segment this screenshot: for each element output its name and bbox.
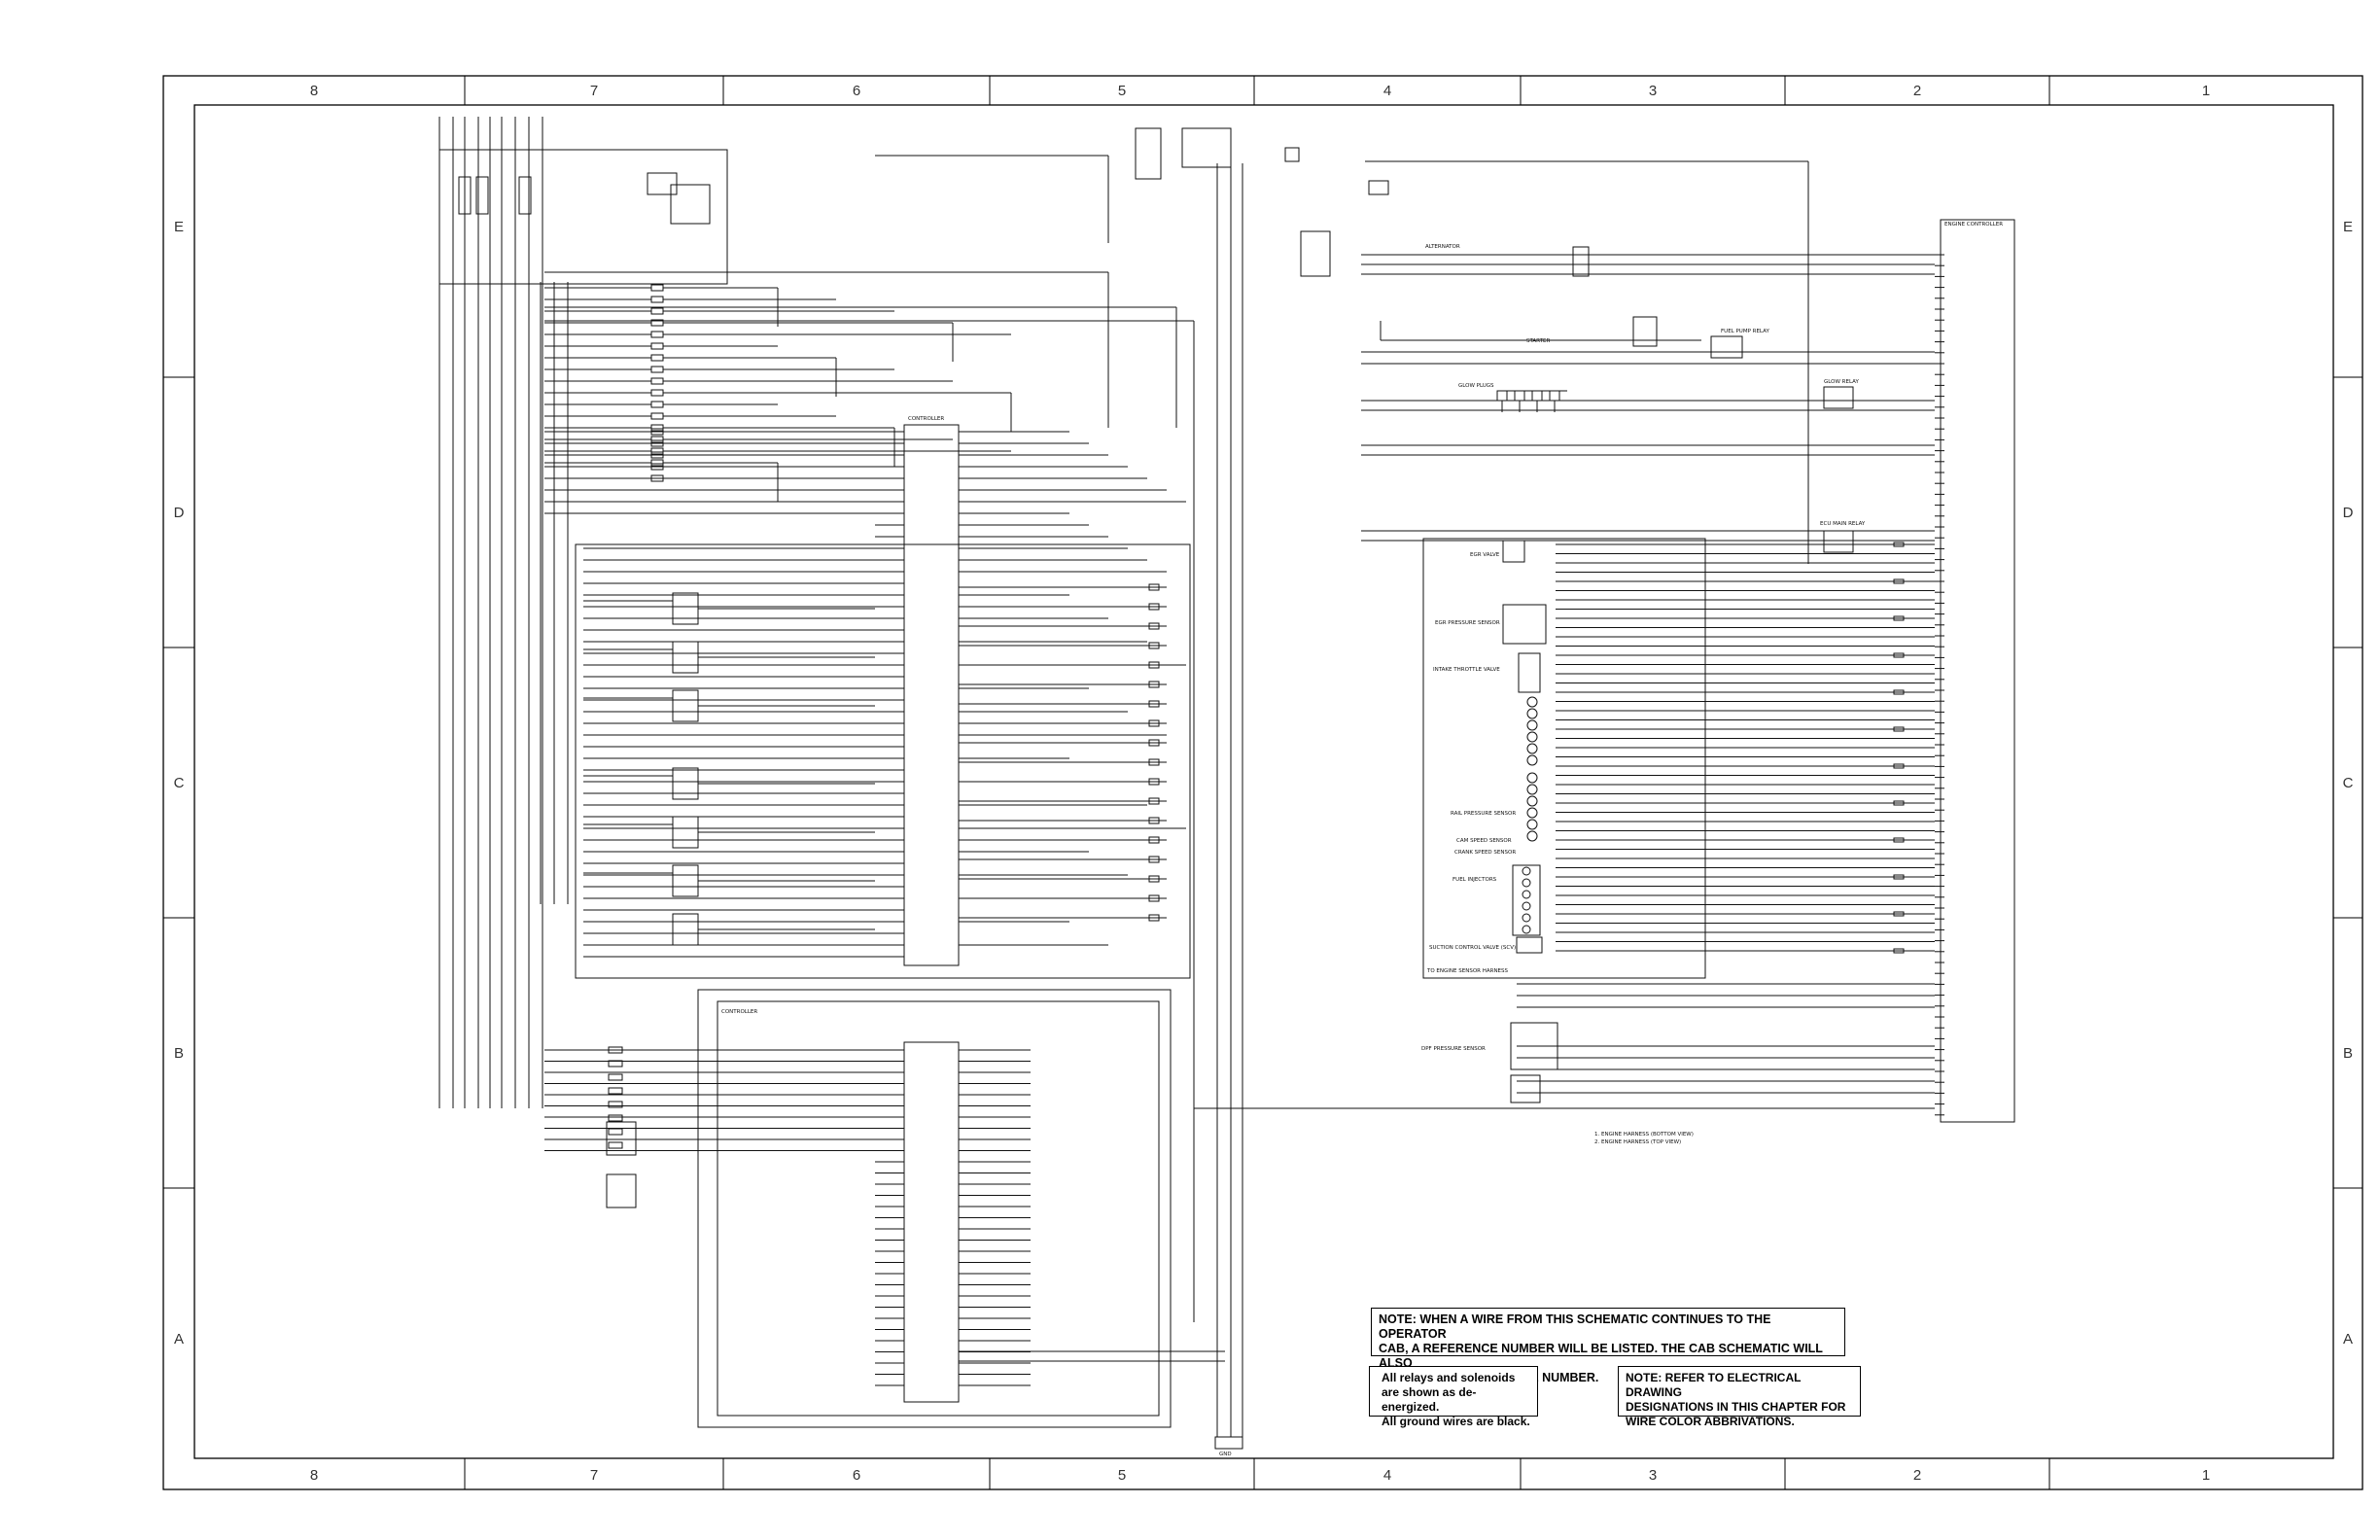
drawing-frame: [162, 75, 2363, 1490]
operator-cab-note: NOTE: WHEN A WIRE FROM THIS SCHEMATIC CO…: [1371, 1308, 1845, 1384]
drawing-designations-note: NOTE: REFER TO ELECTRICAL DRAWING DESIGN…: [1618, 1366, 1861, 1428]
grid-column-5-top: 5: [1118, 83, 1126, 99]
grid-row-B-left: B: [174, 1045, 184, 1062]
legend-line-2: 2. ENGINE HARNESS (TOP VIEW): [1594, 1139, 1681, 1145]
grid-column-8-top: 8: [310, 83, 318, 99]
crank-speed-sensor-label: CRANK SPEED SENSOR: [1454, 850, 1516, 856]
dpf-pressure-sensor-label: DPF PRESSURE SENSOR: [1421, 1046, 1486, 1052]
cam-speed-sensor-label: CAM SPEED SENSOR: [1456, 838, 1512, 844]
grid-column-7-bottom: 7: [590, 1467, 598, 1484]
grid-row-D-right: D: [2343, 505, 2354, 521]
relay-block-top: [1300, 230, 1331, 277]
engine-controller-block: [1940, 219, 2015, 1123]
operator-cab-note-line-1: NOTE: WHEN A WIRE FROM THIS SCHEMATIC CO…: [1379, 1312, 1771, 1341]
sensor-harness-label: TO ENGINE SENSOR HARNESS: [1426, 968, 1509, 974]
grid-column-6-top: 6: [853, 83, 860, 99]
ground-label: GND: [1219, 1452, 1232, 1457]
grid-row-E-left: E: [174, 219, 184, 235]
relays-note-line-2: are shown as de-energized.: [1382, 1385, 1477, 1414]
drawing-note-line-3: WIRE COLOR ABBRIVATIONS.: [1626, 1415, 1795, 1428]
glow-plugs-label: GLOW PLUGS: [1458, 383, 1494, 389]
grid-column-1-top: 1: [2202, 83, 2210, 99]
grid-column-5-bottom: 5: [1118, 1467, 1126, 1484]
grid-column-1-bottom: 1: [2202, 1467, 2210, 1484]
glow-relay-label: GLOW RELAY: [1824, 379, 1859, 385]
fuel-injectors-label: FUEL INJECTORS: [1452, 877, 1497, 883]
controller-b-frame: [717, 1000, 1160, 1417]
grid-column-3-bottom: 3: [1649, 1467, 1657, 1484]
grid-row-A-left: A: [174, 1331, 184, 1348]
relays-note-line-1: All relays and solenoids: [1382, 1371, 1516, 1384]
grid-column-2-top: 2: [1913, 83, 1921, 99]
scv-label: SUCTION CONTROL VALVE (SCV): [1429, 945, 1516, 951]
drawing-note-line-1: NOTE: REFER TO ELECTRICAL DRAWING: [1626, 1371, 1802, 1399]
legend-line-1: 1. ENGINE HARNESS (BOTTOM VIEW): [1594, 1132, 1694, 1138]
grid-column-2-bottom: 2: [1913, 1467, 1921, 1484]
grid-row-C-right: C: [2343, 775, 2354, 791]
intake-throttle-valve-label: INTAKE THROTTLE VALVE: [1433, 667, 1500, 673]
rail-pressure-sensor-label: RAIL PRESSURE SENSOR: [1451, 811, 1516, 817]
drawing-note-line-2: DESIGNATIONS IN THIS CHAPTER FOR: [1626, 1400, 1846, 1414]
grid-row-D-left: D: [174, 505, 185, 521]
grid-column-8-bottom: 8: [310, 1467, 318, 1484]
relays-note: All relays and solenoids are shown as de…: [1369, 1366, 1538, 1428]
grid-row-C-left: C: [174, 775, 185, 791]
grid-column-6-bottom: 6: [853, 1467, 860, 1484]
controller-b-label: CONTROLLER: [721, 1009, 757, 1015]
grid-row-E-right: E: [2343, 219, 2353, 235]
main-relay-label: ECU MAIN RELAY: [1820, 521, 1866, 527]
engine-sensor-harness: [1422, 538, 1706, 979]
grid-row-B-right: B: [2343, 1045, 2353, 1062]
grid-column-4-top: 4: [1383, 83, 1391, 99]
fuel-pump-relay-label: FUEL PUMP RELAY: [1721, 329, 1769, 334]
controller-a-label: CONTROLLER: [908, 416, 944, 422]
grid-row-A-right: A: [2343, 1331, 2353, 1348]
grid-column-3-top: 3: [1649, 83, 1657, 99]
top-connector-2: [1181, 127, 1232, 168]
switch-bank-frame: [575, 543, 1191, 979]
controller-a-block: [903, 424, 960, 966]
wiring: [438, 117, 2015, 1450]
component-labels: ENGINE CONTROLLER EGR VALVE EGR PRESSURE…: [721, 222, 2003, 1457]
grid-column-4-bottom: 4: [1383, 1467, 1391, 1484]
relays-note-line-3: All ground wires are black.: [1382, 1415, 1530, 1428]
controller-b-block: [903, 1041, 960, 1403]
starter-label: STARTER: [1526, 338, 1550, 344]
top-connector-1: [1135, 127, 1162, 180]
egr-valve-label: EGR VALVE: [1470, 552, 1500, 558]
alternator-label: ALTERNATOR: [1425, 244, 1460, 250]
fuse-relay-block: [438, 149, 728, 285]
engine-controller-label: ENGINE CONTROLLER: [1944, 222, 2003, 228]
egr-pressure-sensor-label: EGR PRESSURE SENSOR: [1435, 620, 1500, 626]
grid-column-7-top: 7: [590, 83, 598, 99]
